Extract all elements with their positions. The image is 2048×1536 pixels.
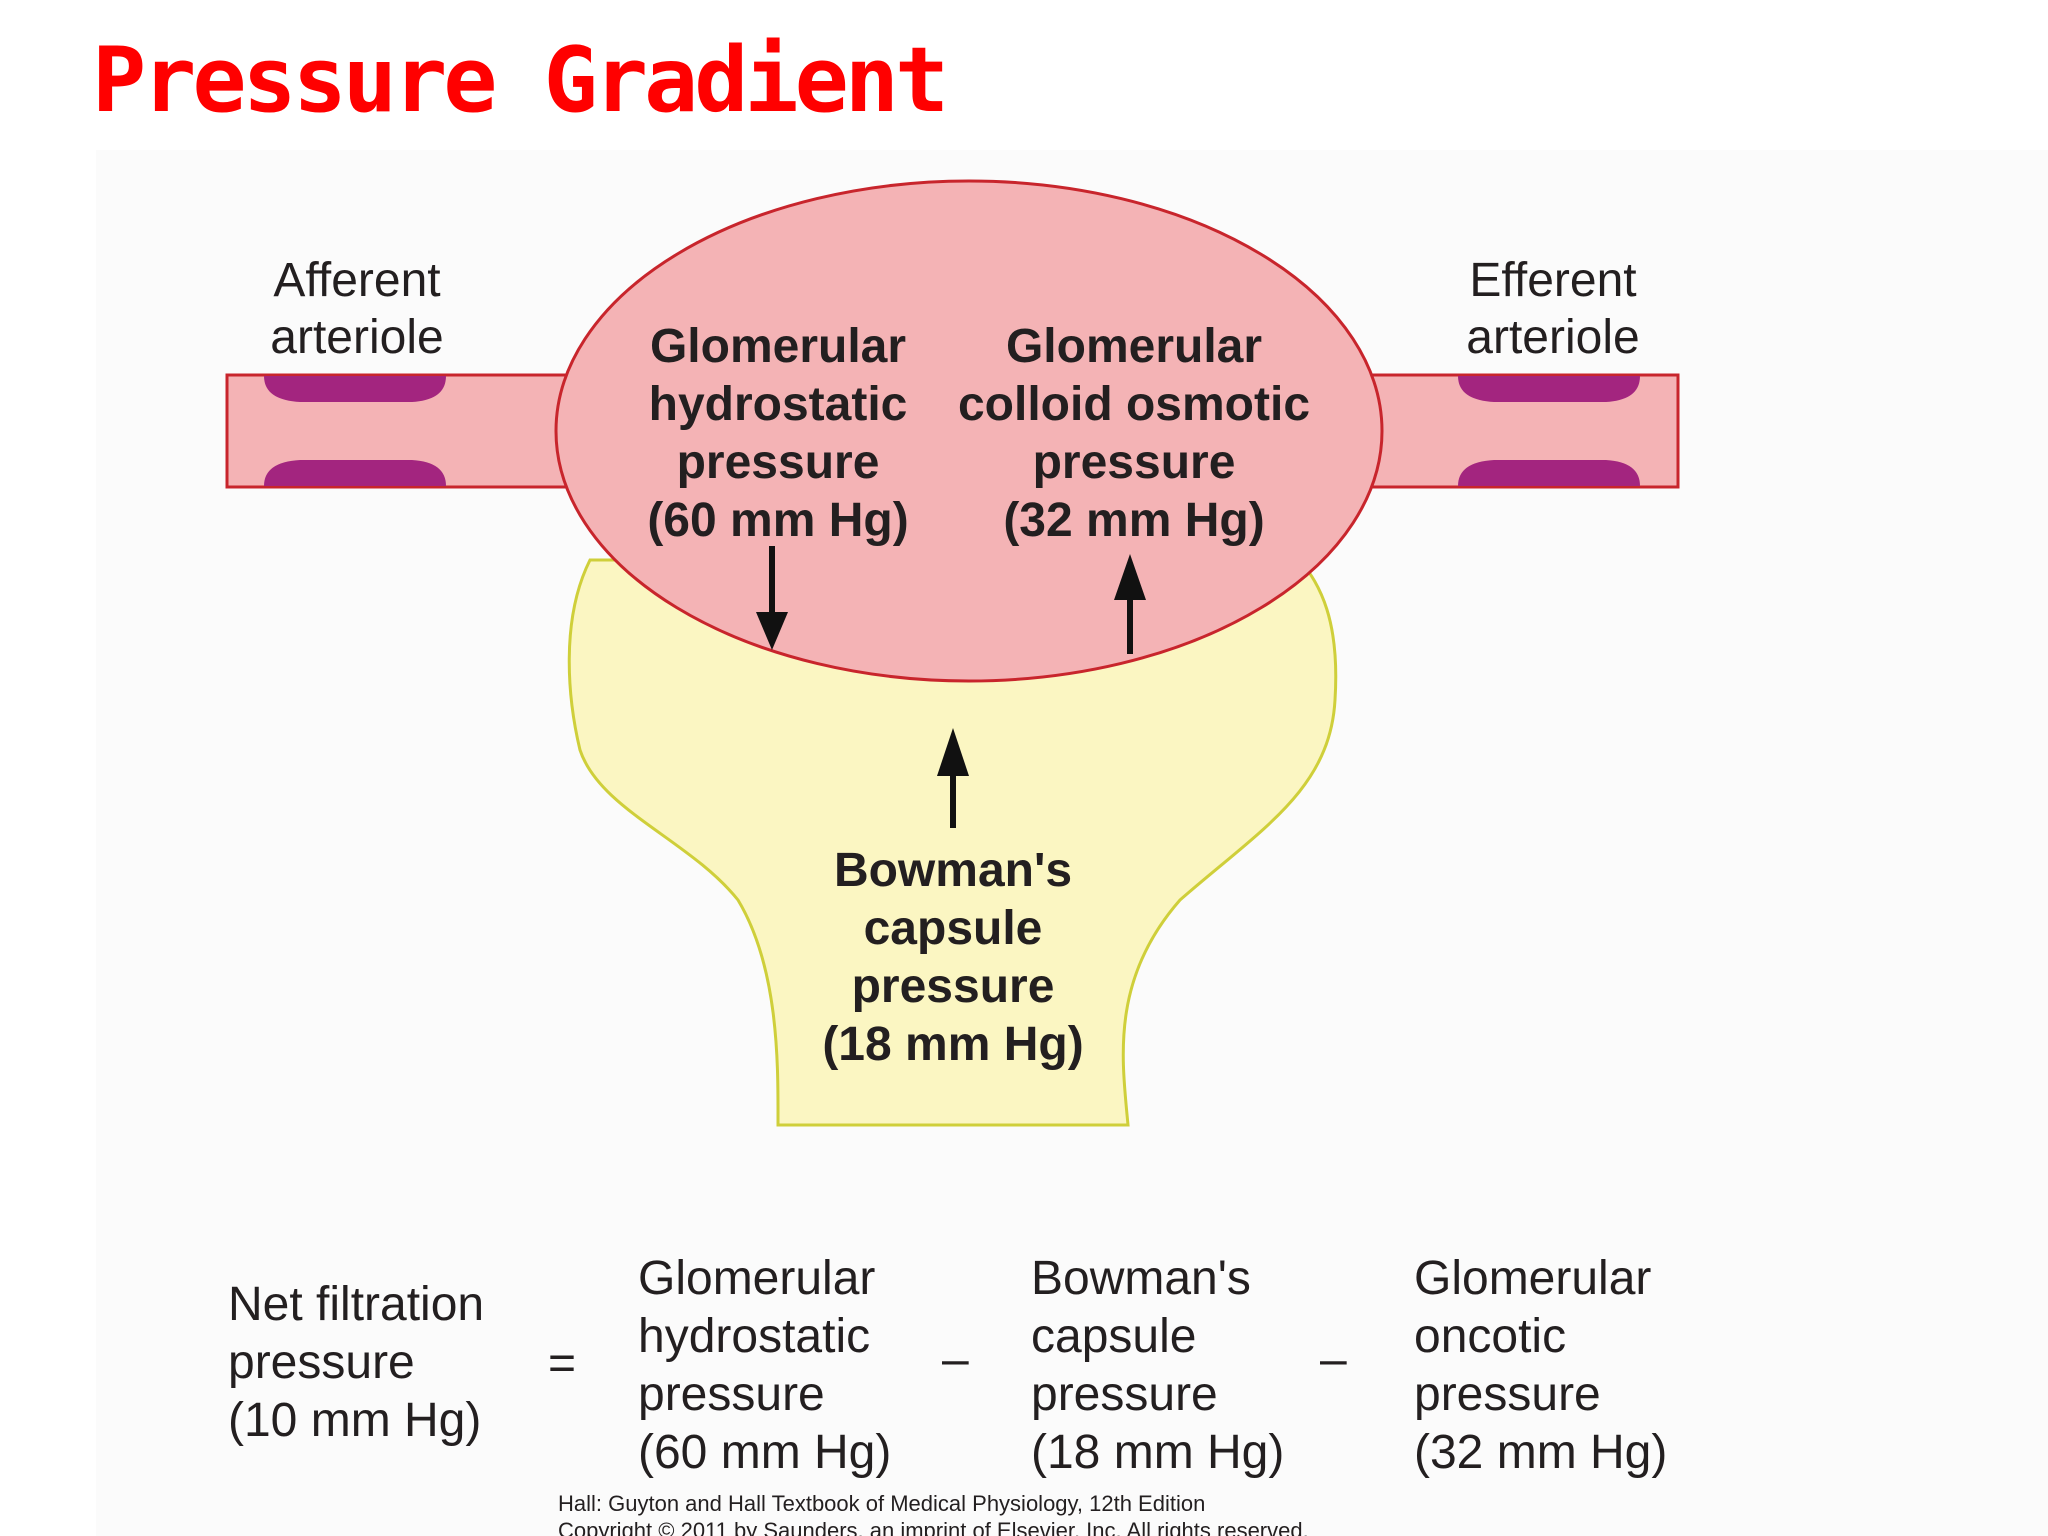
arrow-bowman-up bbox=[937, 728, 969, 828]
bowmans-capsule-term: Bowman's capsule pressure (18 mm Hg) bbox=[1031, 1252, 1285, 1479]
efferent-muscle-bottom bbox=[1458, 460, 1640, 486]
glomerular-hydrostatic-term: Glomerular hydrostatic pressure (60 mm H… bbox=[638, 1252, 892, 1479]
glomerulus bbox=[554, 179, 1384, 683]
glomerular-oncotic-term: Glomerular oncotic pressure (32 mm Hg) bbox=[1414, 1252, 1668, 1479]
efferent-arteriole-label: Efferent arteriole bbox=[1466, 254, 1640, 364]
arrow-hydrostatic-down bbox=[756, 546, 788, 650]
efferent-muscle-top bbox=[1458, 376, 1640, 402]
afferent-muscle-bottom bbox=[264, 460, 446, 486]
afferent-muscle-top bbox=[264, 376, 446, 402]
textbook-citation: Hall: Guyton and Hall Textbook of Medica… bbox=[558, 1491, 1309, 1536]
bowmans-capsule bbox=[567, 558, 1338, 1127]
afferent-arteriole-label: Afferent arteriole bbox=[270, 254, 444, 364]
glomerular-hydrostatic-label: Glomerular hydrostatic pressure (60 mm H… bbox=[647, 320, 909, 547]
glomerular-colloid-label: Glomerular colloid osmotic pressure (32 … bbox=[957, 320, 1311, 547]
minus-sign-2: – bbox=[1320, 1333, 1347, 1386]
minus-sign-1: – bbox=[942, 1333, 969, 1386]
slide-title: Pressure Gradient bbox=[92, 28, 949, 133]
bowmans-capsule-label: Bowman's capsule pressure (18 mm Hg) bbox=[822, 844, 1084, 1071]
equals-sign: = bbox=[548, 1337, 577, 1390]
net-filtration-term: Net filtration pressure (10 mm Hg) bbox=[228, 1278, 485, 1447]
arrow-colloid-up bbox=[1114, 554, 1146, 654]
